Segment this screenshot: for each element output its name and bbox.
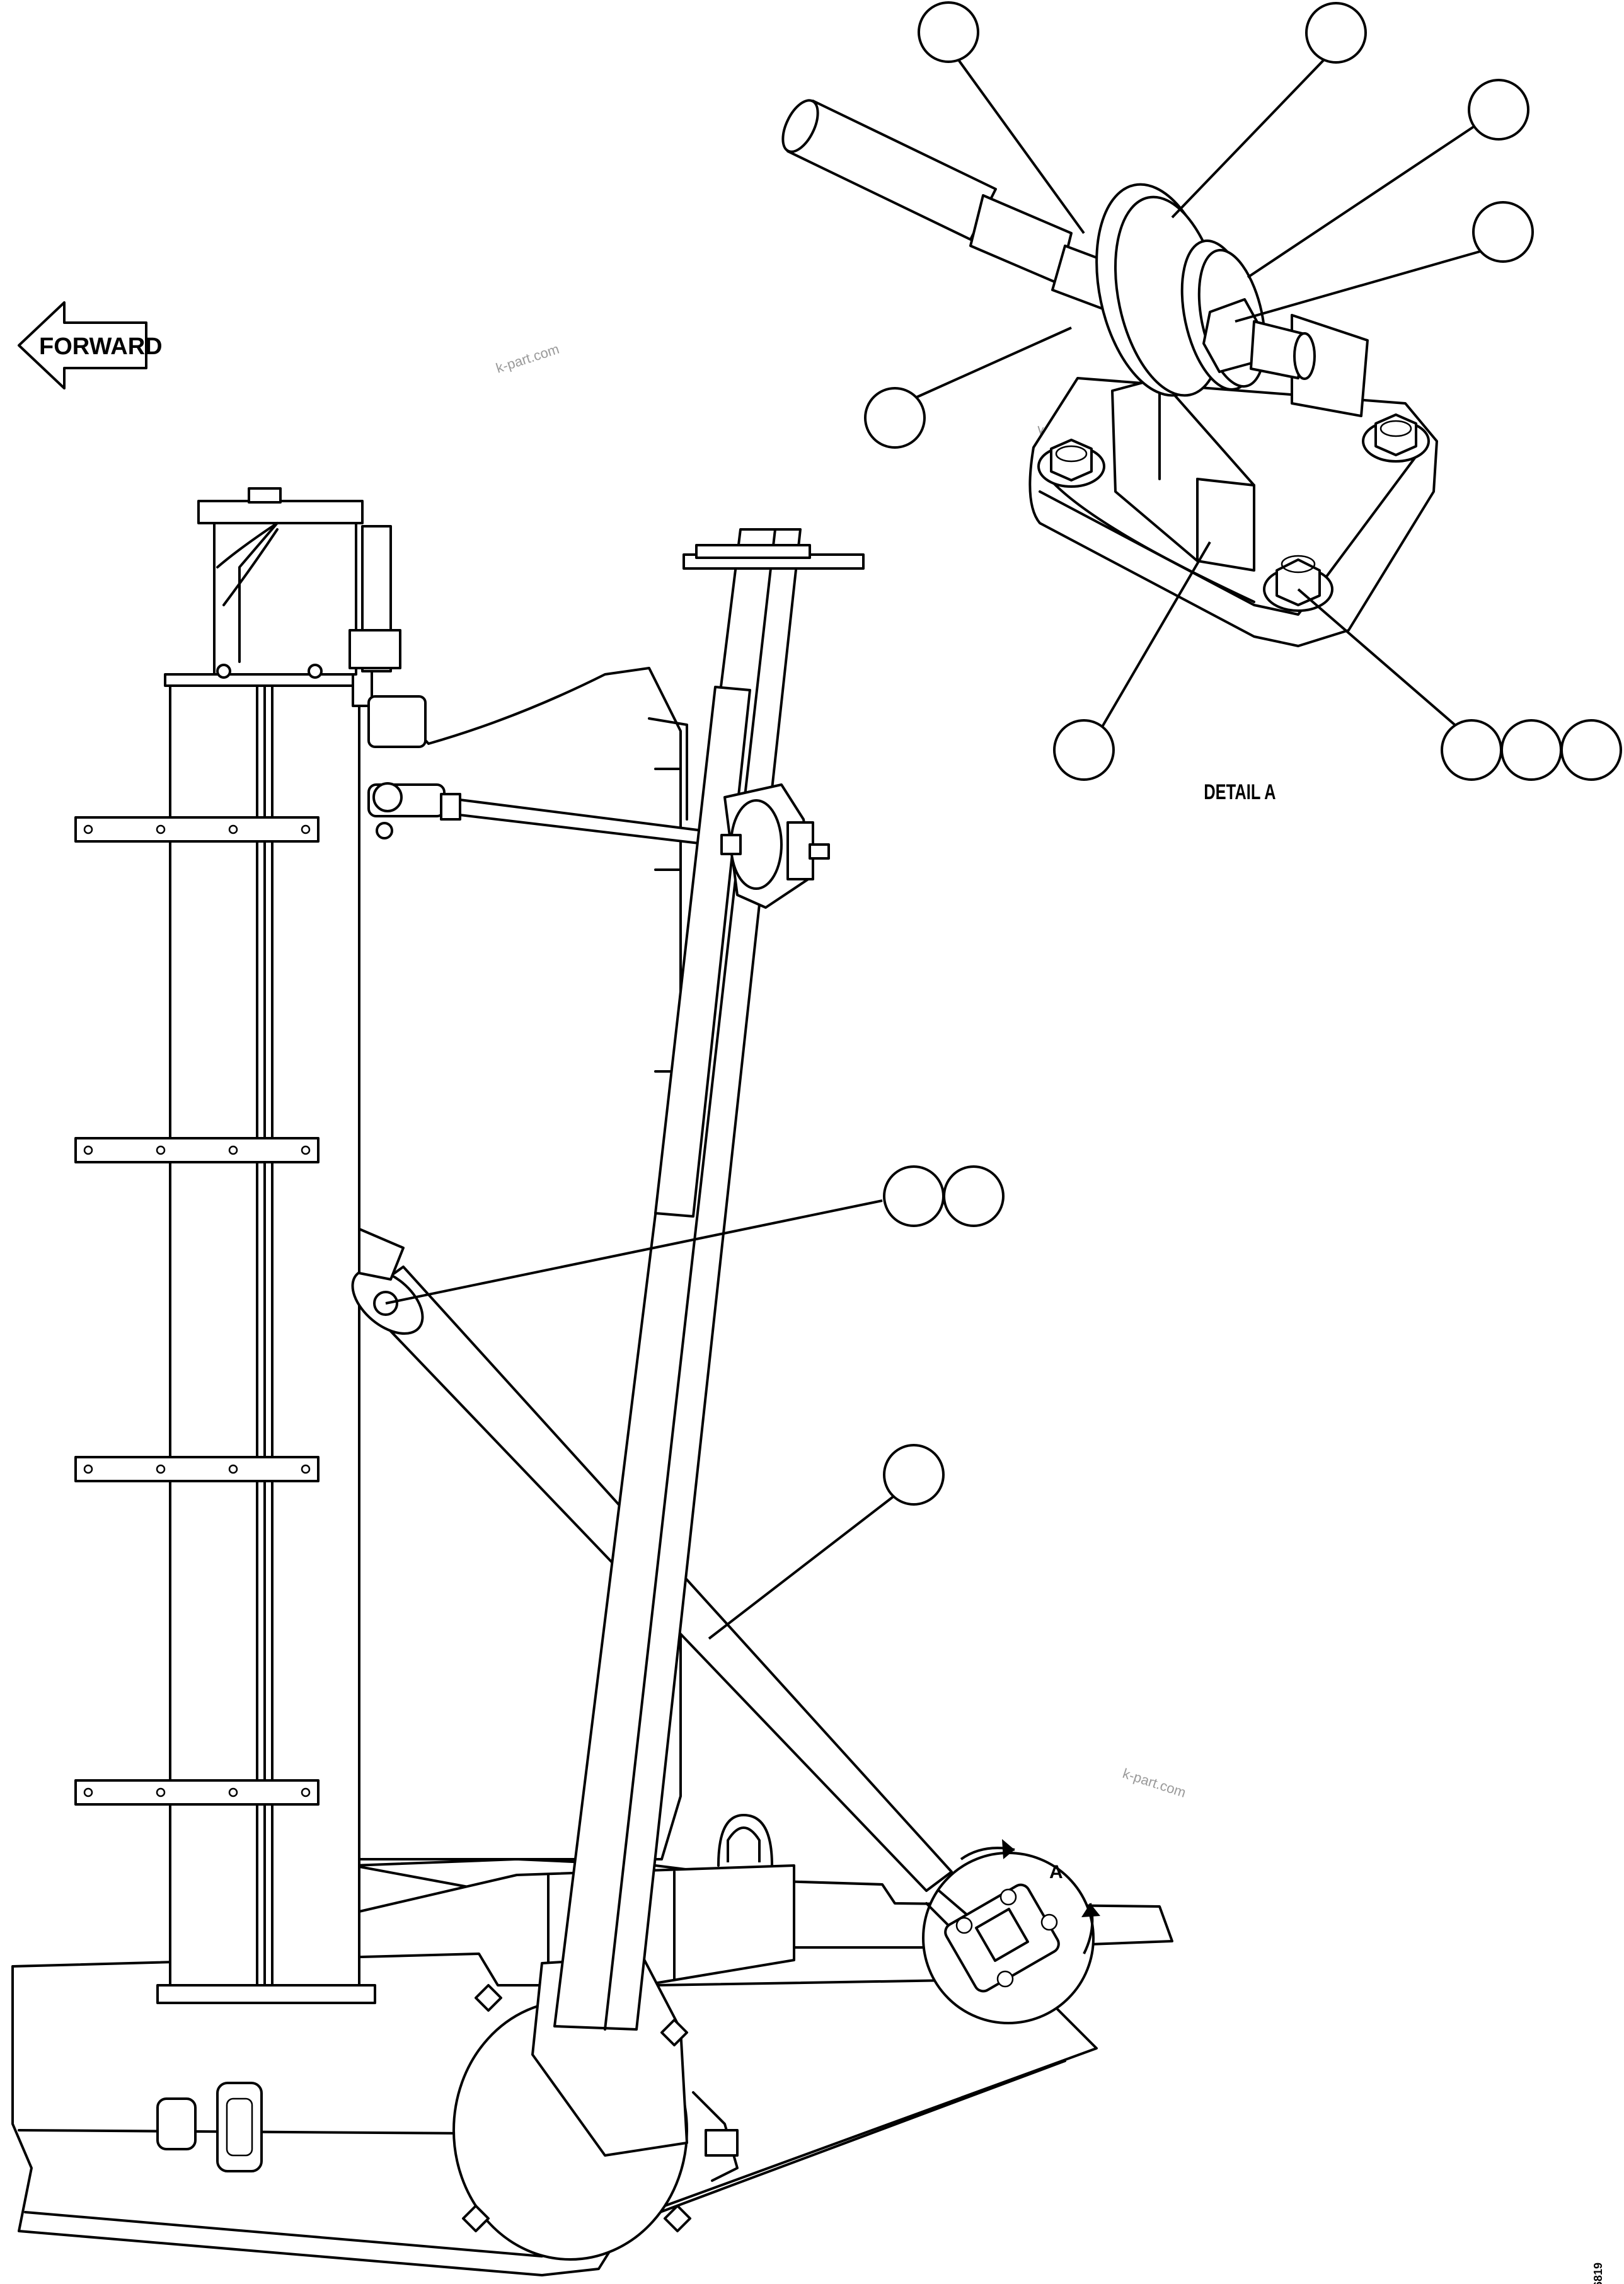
callout-bubble [1441, 719, 1502, 781]
detail-a-title: DETAIL A [1204, 781, 1276, 804]
clamp-bar [74, 1137, 320, 1163]
callout-bubble [1500, 719, 1562, 781]
callout-bubble [1053, 719, 1115, 781]
detail-a-view: DETAIL A [781, 99, 1438, 804]
callout-bubble [1472, 201, 1534, 263]
forward-arrow: FORWARD [18, 301, 163, 389]
callout-bubbles [864, 1, 1622, 1506]
clamp-bar [74, 1779, 320, 1806]
forward-label: FORWARD [39, 333, 163, 360]
clamp-bar [74, 816, 320, 843]
callout-bubble [1560, 719, 1622, 781]
callout-bubble [943, 1165, 1005, 1227]
detail-a-leaders [916, 46, 1500, 732]
bolt-head [1037, 439, 1105, 488]
main-view-leaders [385, 1199, 902, 1640]
bolt-head [1362, 413, 1430, 463]
view-marker-a: A [1049, 1862, 1063, 1883]
detail-a-callout-circle: A [922, 1839, 1100, 2024]
callout-bubble [1468, 79, 1529, 141]
callout-bubble [918, 1, 979, 63]
callout-bubble [864, 387, 926, 449]
sheet-code: 6819 [1592, 2263, 1604, 2284]
main-assembly-view: A [11, 487, 1173, 2276]
callout-bubble [883, 1165, 945, 1227]
watermark: k-part.com [1120, 1765, 1188, 1801]
clevis-bracket [720, 783, 830, 909]
watermark: k-part.com [494, 341, 561, 376]
callout-bubble [1305, 2, 1367, 64]
clamp-bar [74, 1456, 320, 1482]
callout-bubble [883, 1444, 945, 1506]
